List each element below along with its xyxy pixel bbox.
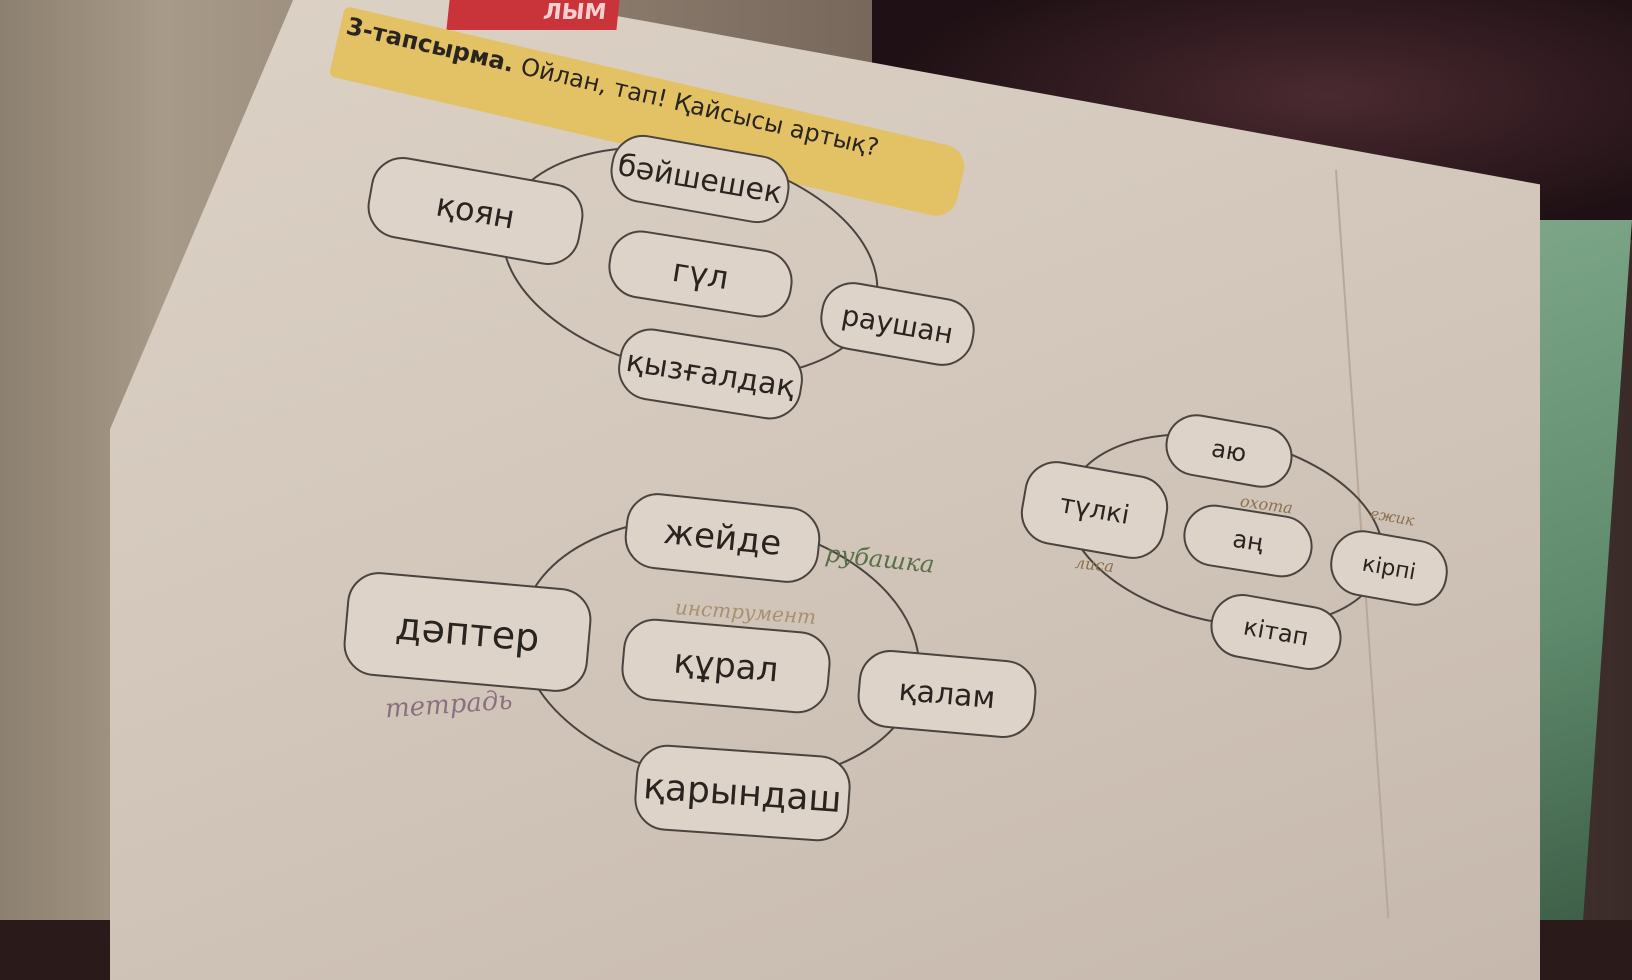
word-daptyer: дәптер [340, 569, 595, 695]
handwritten-lisa: лиса [1074, 553, 1115, 576]
word-qalam: қалам [854, 647, 1040, 741]
word-qaryndash: қарындаш [632, 742, 853, 844]
